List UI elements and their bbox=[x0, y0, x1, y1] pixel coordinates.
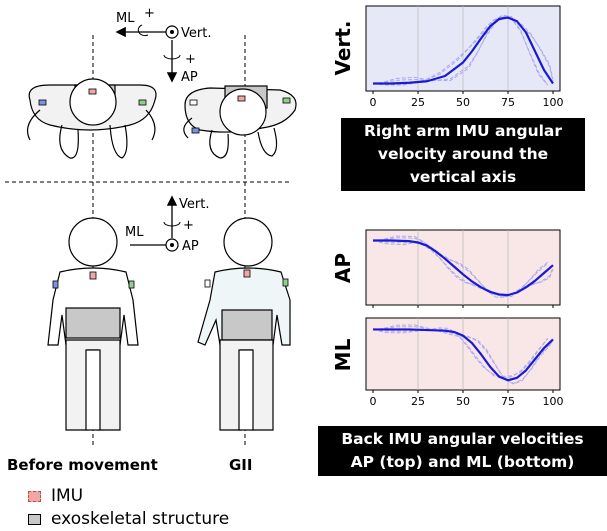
top-axis-ap-plus: + bbox=[185, 52, 196, 67]
legend-exo: exoskeletal structure bbox=[28, 509, 229, 529]
x-tick-label: 75 bbox=[501, 395, 515, 408]
label-before-movement: Before movement bbox=[7, 456, 158, 474]
legend-imu-label: IMU bbox=[51, 486, 84, 506]
front-axis-ml: ML bbox=[125, 225, 144, 240]
front-axis-vert: Vert. bbox=[179, 197, 209, 212]
top-view-before bbox=[27, 78, 157, 159]
legend-imu-swatch bbox=[28, 490, 41, 502]
front-body-gii bbox=[197, 217, 291, 431]
imu-icon bbox=[189, 99, 198, 106]
trial-curve bbox=[372, 327, 549, 378]
imu-icon bbox=[282, 97, 291, 104]
y-axis-label: AP bbox=[331, 253, 355, 283]
x-tick-label: 25 bbox=[411, 395, 425, 408]
trial-curve bbox=[378, 15, 554, 84]
mean-curve bbox=[373, 16, 554, 85]
imu-icon bbox=[89, 271, 97, 280]
x-tick-label: 0 bbox=[370, 96, 377, 109]
trial-curve bbox=[378, 324, 554, 385]
y-axis-label: ML bbox=[331, 338, 355, 371]
trial-curve bbox=[378, 16, 554, 84]
front-body-before bbox=[47, 217, 139, 431]
caption-bottom-line-1: Back IMU angular velocities bbox=[341, 430, 584, 448]
front-axis-ap: AP bbox=[182, 239, 199, 254]
imu-icon bbox=[38, 99, 47, 106]
top-axis-ap: AP bbox=[181, 70, 198, 85]
x-tick-label: 25 bbox=[411, 96, 425, 109]
top-axis-ml: ML bbox=[116, 11, 135, 26]
top-axis-glyph: ML + Vert. + AP bbox=[115, 6, 211, 85]
legend-exo-swatch bbox=[28, 513, 41, 525]
legend-exo-label: exoskeletal structure bbox=[51, 509, 230, 529]
x-tick-label: 100 bbox=[543, 96, 564, 109]
caption-bottom-line-2: AP (top) and ML (bottom) bbox=[350, 453, 575, 471]
imu-icon bbox=[237, 95, 246, 102]
caption-top: Right arm IMU angular velocity around th… bbox=[341, 118, 585, 191]
top-view-gii bbox=[183, 85, 297, 159]
x-tick-label: 0 bbox=[370, 395, 377, 408]
top-axis-vert: Vert. bbox=[181, 26, 211, 41]
trial-curve bbox=[378, 237, 554, 297]
imu-icon bbox=[204, 279, 211, 288]
caption-top-line-2: velocity around the bbox=[377, 145, 549, 163]
imu-icon bbox=[52, 280, 59, 289]
x-tick-label: 50 bbox=[456, 395, 470, 408]
x-tick-label: 100 bbox=[543, 395, 564, 408]
x-tick-label: 50 bbox=[456, 96, 470, 109]
mean-curve bbox=[373, 239, 554, 297]
trial-curve bbox=[378, 326, 554, 384]
caption-bottom: Back IMU angular velocities AP (top) and… bbox=[318, 426, 607, 476]
mean-curve bbox=[373, 328, 554, 382]
x-tick-label: 75 bbox=[501, 96, 515, 109]
legend-imu: IMU bbox=[28, 486, 83, 506]
imu-icon bbox=[282, 278, 289, 287]
imu-icon bbox=[88, 88, 97, 95]
imu-icon bbox=[138, 99, 147, 106]
caption-top-line-3: vertical axis bbox=[409, 168, 517, 186]
imu-icon bbox=[128, 280, 135, 289]
imu-icon bbox=[243, 269, 251, 278]
top-axis-ml-plus: + bbox=[144, 6, 155, 21]
y-axis-label: Vert. bbox=[331, 21, 355, 76]
imu-icon bbox=[191, 127, 200, 134]
front-axis-glyph: Vert. + ML AP bbox=[125, 195, 209, 254]
caption-top-line-1: Right arm IMU angular bbox=[363, 122, 563, 140]
label-gii: GII bbox=[229, 456, 252, 474]
front-axis-plus: + bbox=[183, 218, 194, 233]
